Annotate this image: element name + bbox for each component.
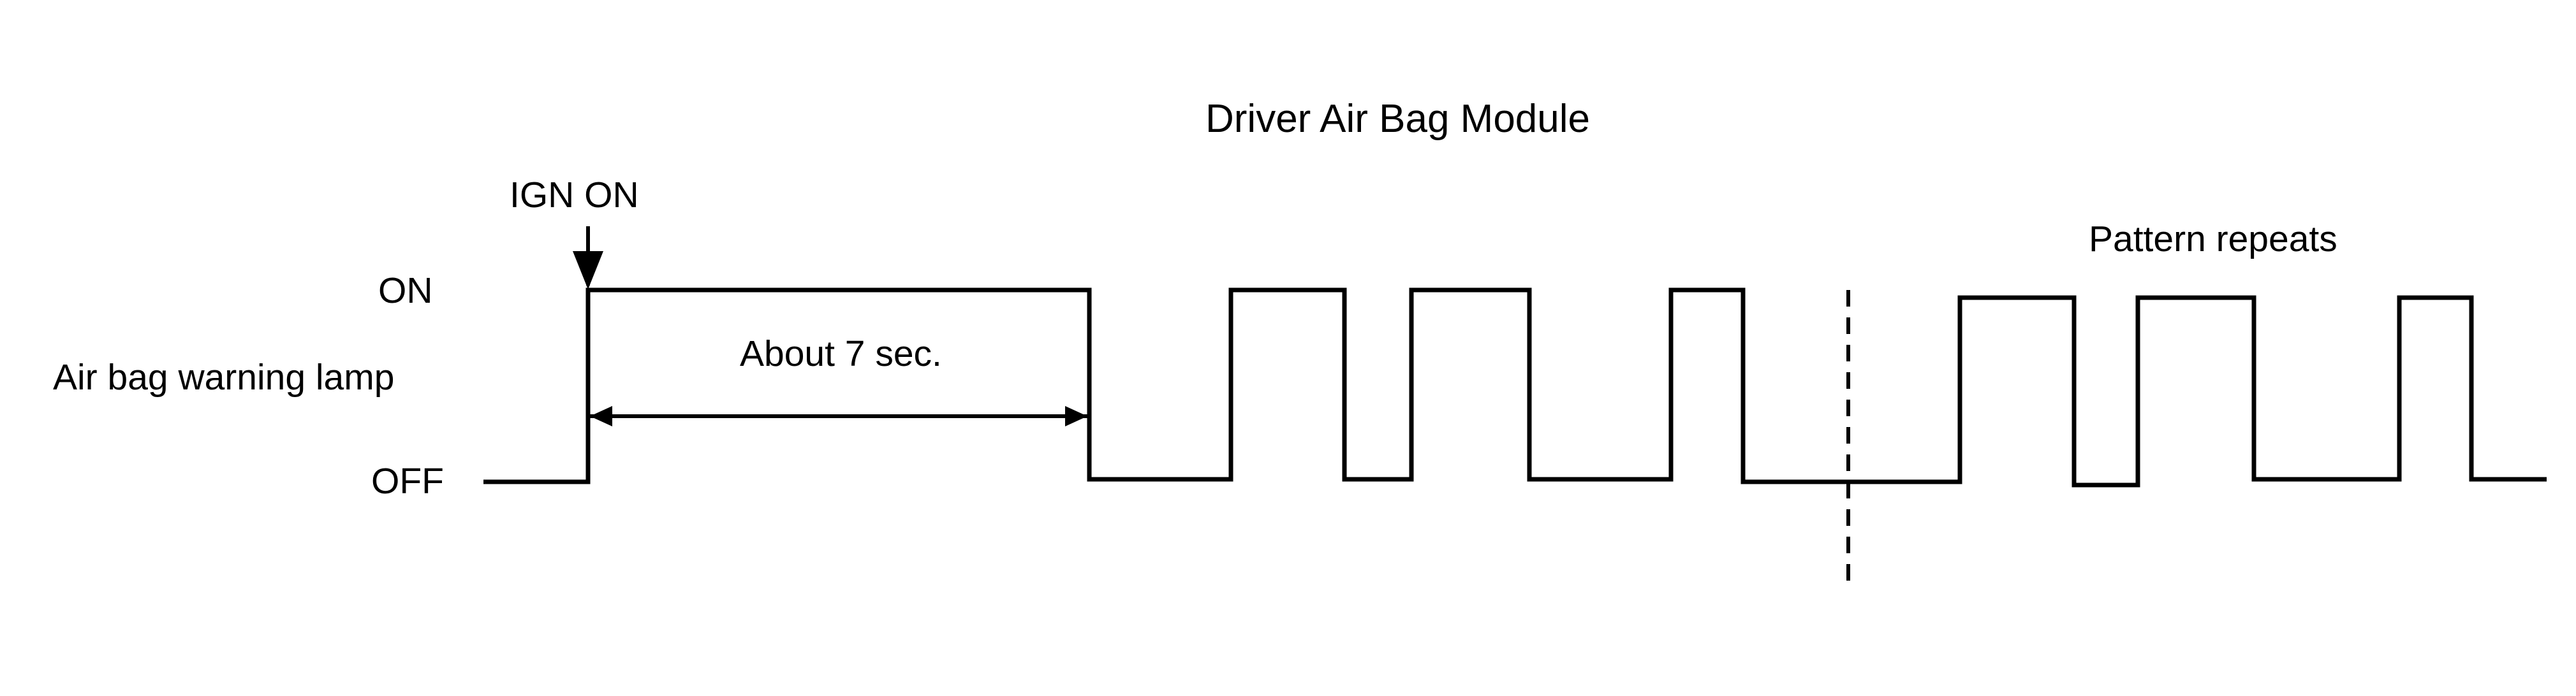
repeat-pattern-waveform [1743, 295, 2547, 488]
state-on-label: ON [378, 270, 433, 311]
duration-arrowhead-left [590, 406, 612, 426]
diagram-title: Driver Air Bag Module [1205, 97, 1591, 141]
duration-arrowhead-right [1065, 406, 1087, 426]
warning-lamp-waveform [483, 287, 1960, 484]
state-off-label: OFF [371, 461, 444, 502]
duration-label: About 7 sec. [740, 333, 942, 374]
repeat-label: Pattern repeats [2089, 219, 2337, 259]
signal-name-label: Air bag warning lamp [53, 357, 395, 398]
ign-on-label: IGN ON [510, 175, 639, 215]
